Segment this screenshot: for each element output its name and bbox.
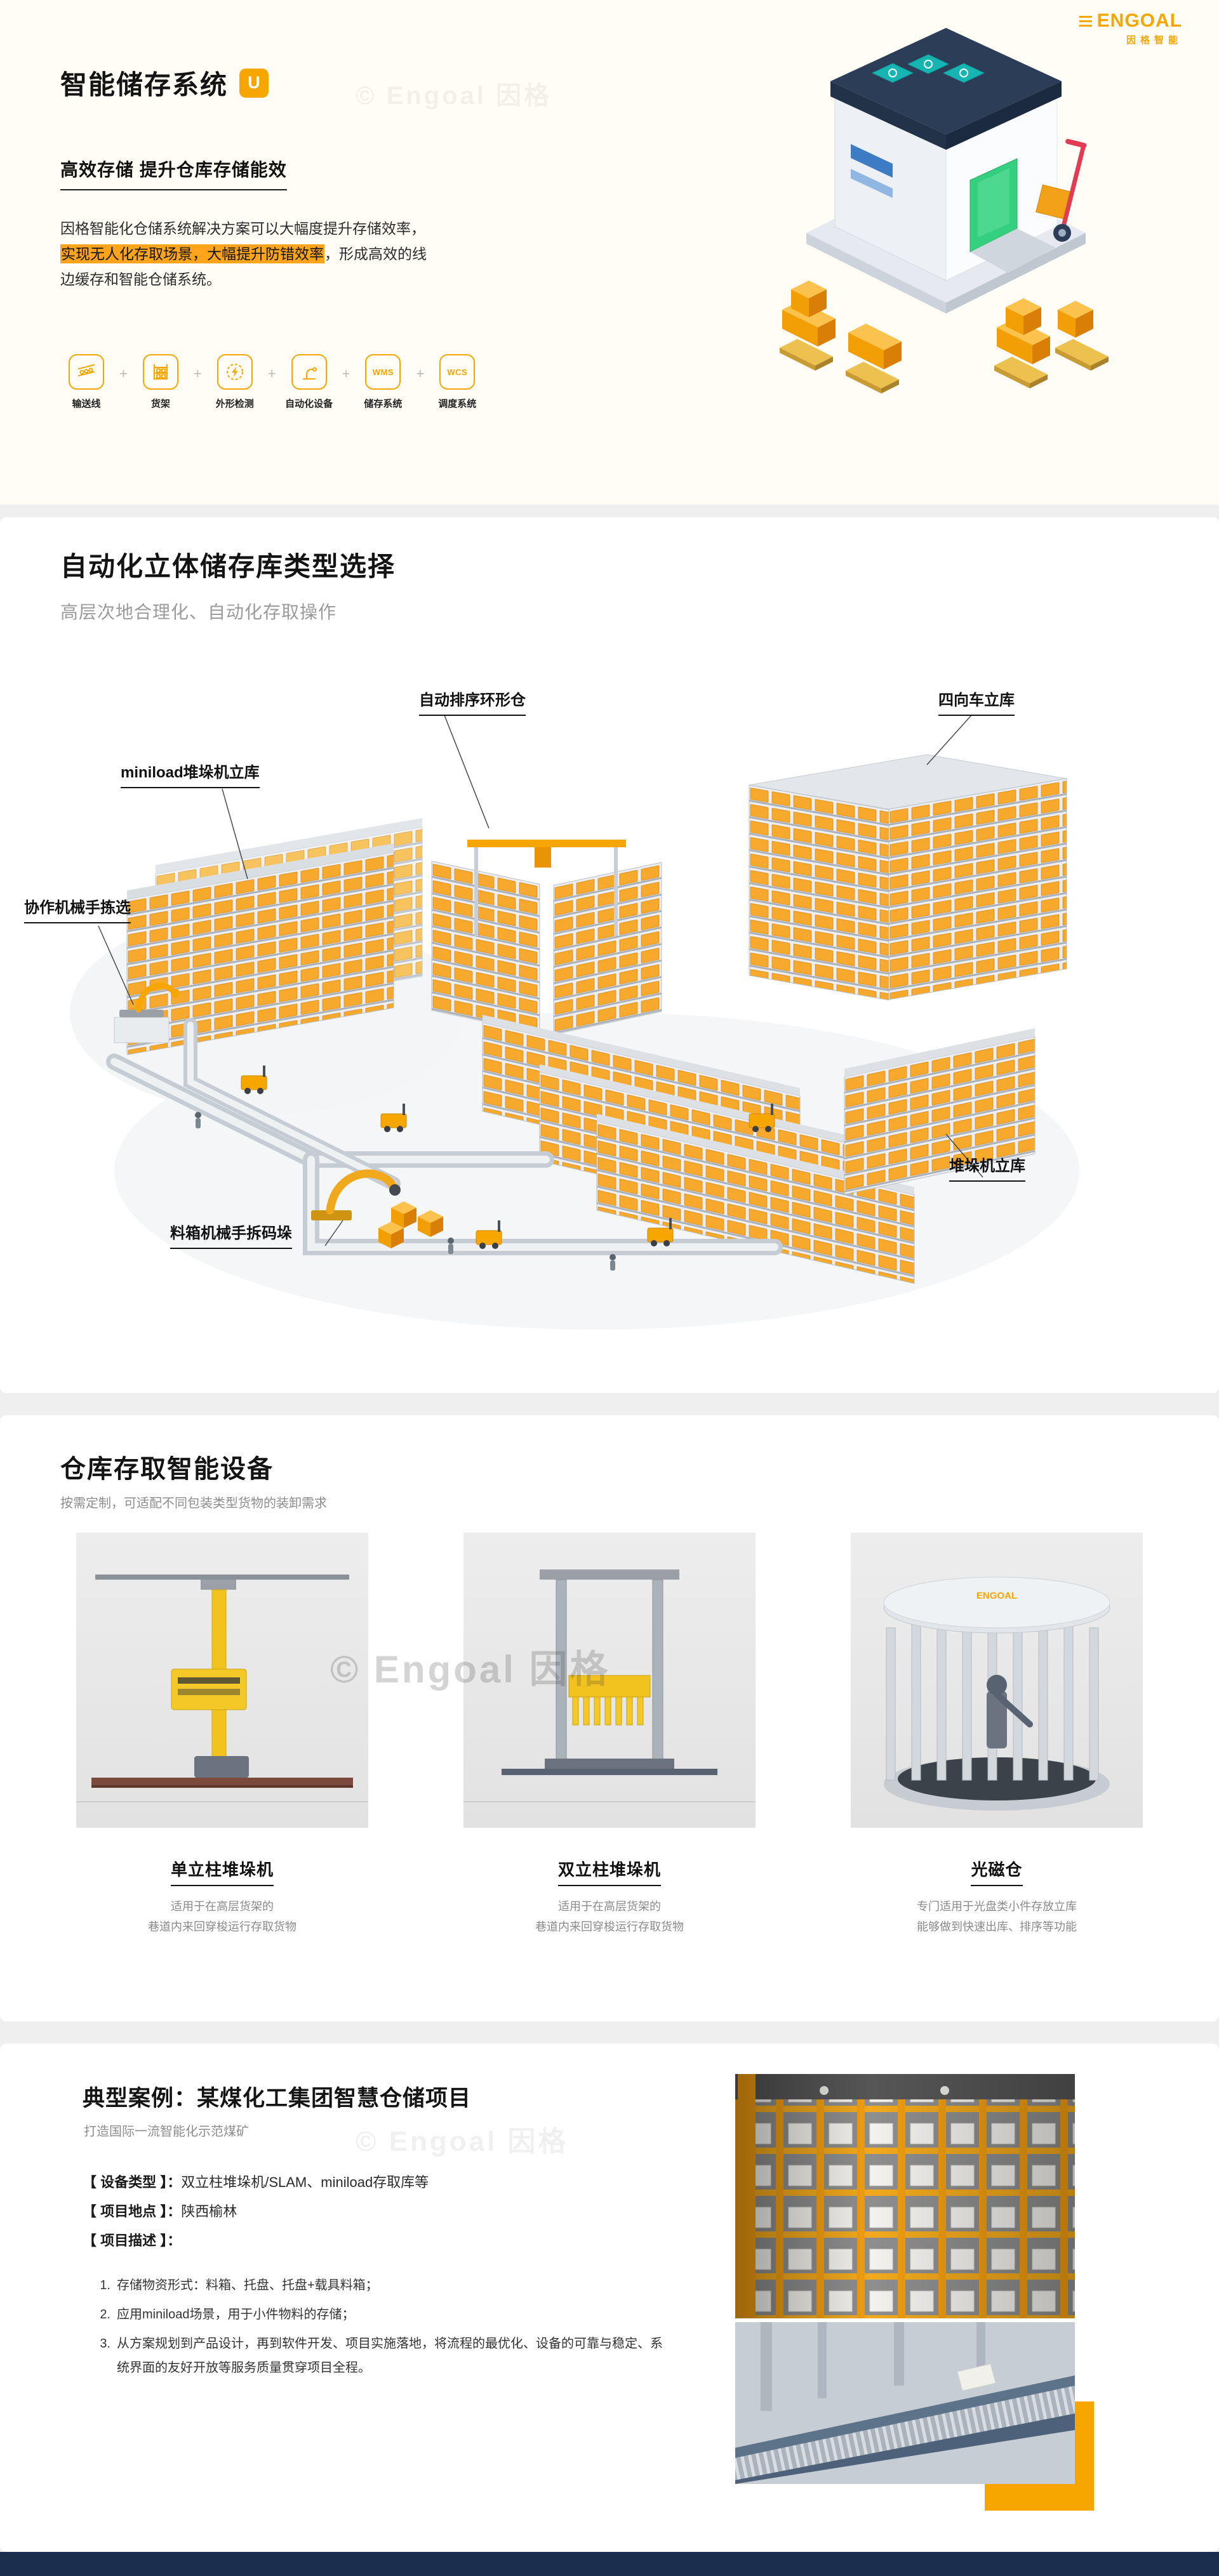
devices-section: 仓库存取智能设备 按需定制，可适配不同包装类型货物的装卸需求 © Engoal … <box>0 1415 1219 2021</box>
feature-label: 输送线 <box>72 399 101 409</box>
feature-conveyor: 输送线 <box>57 354 116 410</box>
feature-icon-row: 输送线 + 货架 + 外形检测 + 自动化设备 + WMS <box>57 354 486 410</box>
case-info-list: 【 设备类型 】：双立柱堆垛机/SLAM、miniload存取库等 【 项目地点… <box>83 2168 429 2256</box>
logo-lines-icon <box>1079 15 1092 27</box>
device-desc-line2: 巷道内来回穿梭运行存取货物 <box>535 1920 684 1933</box>
plus-separator: + <box>342 366 350 381</box>
rack-icon <box>142 354 178 390</box>
label-stacker-crane: 堆垛机立库 <box>949 1153 1025 1182</box>
feature-wcs: WCS 调度系统 <box>428 354 486 410</box>
hero-paragraph-part1: 因格智能化仓储系统解决方案可以大幅度提升存储效率， <box>60 220 425 237</box>
device-image-optical-store: ENGOAL <box>851 1533 1143 1828</box>
wcs-badge: WCS <box>447 367 468 377</box>
case-point: 3. 从方案规划到产品设计，再到软件开发、项目实施落地，将流程的最优化、设备的可靠… <box>94 2332 665 2380</box>
label-depalletizing-robot: 料箱机械手拆码垛 <box>170 1220 292 1249</box>
case-info-item: 【 设备类型 】：双立柱堆垛机/SLAM、miniload存取库等 <box>83 2168 429 2197</box>
automated-warehouse-illustration <box>70 715 1079 1330</box>
feature-label: 储存系统 <box>364 399 403 409</box>
hero-paragraph: 因格智能化仓储系统解决方案可以大幅度提升存储效率， 实现无人化存取场景，大幅提升防… <box>60 216 434 292</box>
device-description: 适用于在高层货架的 巷道内来回穿梭运行存取货物 <box>463 1896 756 1937</box>
device-card-double-column-stacker: 双立柱堆垛机 适用于在高层货架的 巷道内来回穿梭运行存取货物 <box>463 1533 756 1937</box>
device-card-optical-store: ENGOAL 光磁仓 专门适用于光盘类小件存放立库 能够做到快速出库、排序等功能 <box>851 1533 1143 1937</box>
shape-detect-icon <box>216 354 253 390</box>
feature-automation: 自动化设备 <box>280 354 338 410</box>
label-miniload: miniload堆垛机立库 <box>121 760 260 788</box>
feature-rack: 货架 <box>131 354 190 410</box>
label-ring-buffer: 自动排序环形仓 <box>419 687 526 716</box>
point-text: 存储物资形式：料箱、托盘、托盘+载具料箱； <box>117 2278 378 2292</box>
section-subtitle: 高层次地合理化、自动化存取操作 <box>60 602 337 622</box>
feature-label: 货架 <box>150 399 170 409</box>
conveyor-photo <box>735 2322 1075 2484</box>
hero-paragraph-part2: ，形成高效的线边缓存和智能仓储系统。 <box>60 246 427 287</box>
feature-label: 自动化设备 <box>285 399 333 409</box>
wms-icon: WMS <box>365 354 401 390</box>
device-desc-line1: 专门适用于光盘类小件存放立库 <box>917 1900 1077 1913</box>
hero-subtitle: 高效存储 提升仓库存储能效 <box>60 156 287 190</box>
wms-badge: WMS <box>372 367 394 377</box>
case-point: 1. 存储物资形式：料箱、托盘、托盘+载具料箱； <box>94 2273 665 2297</box>
case-points-list: 1. 存储物资形式：料箱、托盘、托盘+载具料箱； 2. 应用miniload场景，用… <box>94 2273 665 2385</box>
device-description: 专门适用于光盘类小件存放立库 能够做到快速出库、排序等功能 <box>851 1896 1143 1937</box>
case-point: 2. 应用miniload场景，用于小件物料的存储； <box>94 2302 665 2327</box>
info-value: 双立柱堆垛机/SLAM、miniload存取库等 <box>181 2174 429 2190</box>
hero-paragraph-highlight: 实现无人化存取场景，大幅提升防错效率 <box>60 244 324 263</box>
feature-label: 外形检测 <box>215 399 254 409</box>
plus-separator: + <box>416 366 425 381</box>
wcs-icon: WCS <box>439 354 476 390</box>
point-number: 2. <box>100 2308 110 2322</box>
page-title: 智能储存系统 <box>60 70 229 100</box>
device-description: 适用于在高层货架的 巷道内来回穿梭运行存取货物 <box>76 1896 368 1937</box>
watermark: © Engoal 因格 <box>356 2126 569 2157</box>
info-label: 【 项目地点 】： <box>83 2203 182 2219</box>
device-image-double-column-stacker <box>463 1533 756 1828</box>
section-subtitle: 按需定制，可适配不同包装类型货物的装卸需求 <box>60 1496 327 1510</box>
hero-section: ENGOAL 因格智能 © Engoal 因格 智能储存系统 U 高效存储 提升… <box>0 0 1219 505</box>
info-value: 陕西榆林 <box>181 2203 237 2219</box>
plus-separator: + <box>267 366 276 381</box>
watermark: © Engoal 因格 <box>356 82 552 110</box>
device-desc-line1: 适用于在高层货架的 <box>171 1900 274 1913</box>
logo-text: ENGOAL <box>1096 10 1182 31</box>
section-title: 仓库存取智能设备 <box>60 1455 274 1483</box>
point-text: 从方案规划到产品设计，再到软件开发、项目实施落地，将流程的最优化、设备的可靠与稳… <box>117 2337 663 2375</box>
device-card-single-column-stacker: 单立柱堆垛机 适用于在高层货架的 巷道内来回穿梭运行存取货物 <box>76 1533 368 1937</box>
footer-bar <box>0 2552 1219 2576</box>
feature-shape-detect: 外形检测 <box>206 354 264 410</box>
device-desc-line1: 适用于在高层货架的 <box>558 1900 661 1913</box>
rack-aisle-photo <box>735 2074 1075 2318</box>
label-four-way-shuttle: 四向车立库 <box>938 687 1015 716</box>
case-info-item: 【 项目地点 】：陕西榆林 <box>83 2197 429 2226</box>
plus-separator: + <box>119 366 128 381</box>
magnet-icon: U <box>239 68 269 98</box>
device-desc-line2: 能够做到快速出库、排序等功能 <box>917 1920 1077 1933</box>
conveyor-icon <box>69 354 104 390</box>
point-number: 3. <box>100 2337 110 2351</box>
feature-wms: WMS 储存系统 <box>354 354 412 410</box>
brand-logo: ENGOAL 因格智能 <box>1079 10 1182 46</box>
case-subtitle: 打造国际一流智能化示范煤矿 <box>84 2125 249 2139</box>
case-photos <box>735 2074 1094 2511</box>
info-label: 【 设备类型 】： <box>83 2174 182 2190</box>
plus-separator: + <box>193 366 202 381</box>
case-title: 典型案例：某煤化工集团智慧仓储项目 <box>83 2086 472 2111</box>
robot-arm-icon <box>291 354 327 390</box>
warehouse-illustration <box>780 28 1109 393</box>
case-info-item: 【 项目描述 】： <box>83 2226 429 2256</box>
engoal-badge: ENGOAL <box>976 1590 1017 1601</box>
device-name: 光磁仓 <box>971 1857 1023 1886</box>
feature-label: 调度系统 <box>438 399 477 409</box>
label-cobot-picking: 协作机械手拣选 <box>24 895 131 923</box>
device-image-single-column-stacker <box>76 1533 368 1828</box>
info-label: 【 项目描述 】： <box>83 2233 182 2249</box>
device-name: 单立柱堆垛机 <box>170 1857 274 1886</box>
point-number: 1. <box>100 2278 110 2292</box>
case-study-section: 典型案例：某煤化工集团智慧仓储项目 打造国际一流智能化示范煤矿 © Engoal… <box>0 2044 1219 2552</box>
section-title: 自动化立体储存库类型选择 <box>60 552 396 581</box>
point-text: 应用miniload场景，用于小件物料的存储； <box>117 2308 355 2322</box>
device-desc-line2: 巷道内来回穿梭运行存取货物 <box>148 1920 296 1933</box>
storage-types-section: 自动化立体储存库类型选择 高层次地合理化、自动化存取操作 © Engoal 因格… <box>0 517 1219 1393</box>
logo-subtext: 因格智能 <box>1126 35 1182 46</box>
device-name: 双立柱堆垛机 <box>557 1857 661 1886</box>
